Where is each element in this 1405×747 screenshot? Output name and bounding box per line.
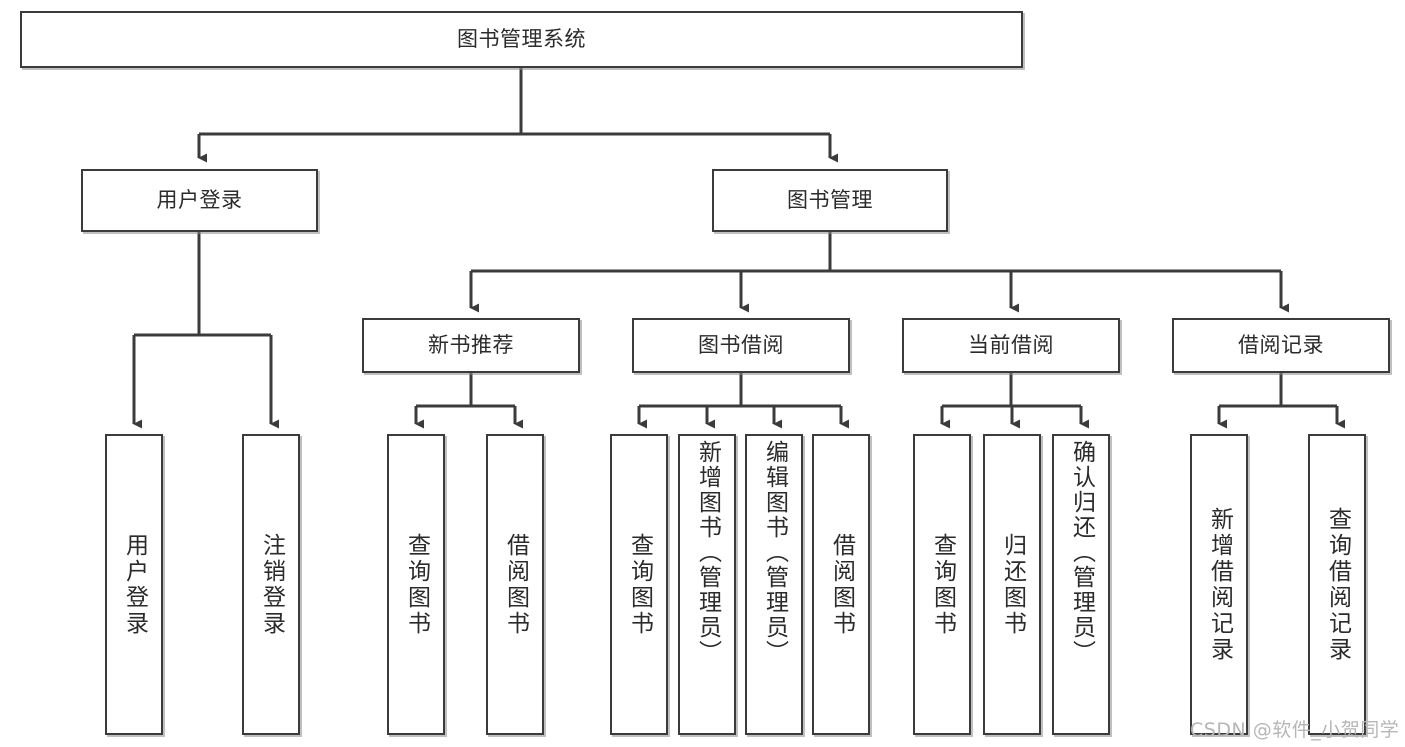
node-leaf-borrow-book-2[interactable]: 借阅图书	[812, 434, 870, 735]
node-leaf-add-book[interactable]: 新增图书（管理员）	[678, 434, 736, 735]
node-leaf-add-record[interactable]: 新增借阅记录	[1190, 434, 1248, 735]
node-leaf-user-login[interactable]: 用户登录	[105, 434, 163, 735]
node-current-borrow-label: 当前借阅	[968, 333, 1054, 358]
node-book-manage-label: 图书管理	[787, 188, 873, 213]
node-new-book-recommend[interactable]: 新书推荐	[362, 318, 580, 373]
node-book-borrow-label: 图书借阅	[698, 333, 784, 358]
node-book-manage[interactable]: 图书管理	[712, 169, 948, 232]
node-borrow-record[interactable]: 借阅记录	[1172, 318, 1390, 373]
node-leaf-query-book-3[interactable]: 查询图书	[913, 434, 971, 735]
node-root-label: 图书管理系统	[457, 27, 586, 52]
node-leaf-borrow-book-1-label: 借阅图书	[502, 532, 529, 637]
node-leaf-borrow-book-2-label: 借阅图书	[828, 532, 855, 637]
node-leaf-query-record-label: 查询借阅记录	[1324, 506, 1351, 663]
node-leaf-query-record[interactable]: 查询借阅记录	[1308, 434, 1366, 735]
node-root-system[interactable]: 图书管理系统	[20, 11, 1023, 68]
node-leaf-query-book-2[interactable]: 查询图书	[610, 434, 668, 735]
node-leaf-logout[interactable]: 注销登录	[242, 434, 300, 735]
node-leaf-borrow-book-1[interactable]: 借阅图书	[486, 434, 544, 735]
node-user-login[interactable]: 用户登录	[81, 169, 318, 232]
node-book-borrow[interactable]: 图书借阅	[632, 318, 850, 373]
node-leaf-user-login-label: 用户登录	[121, 532, 148, 637]
node-leaf-query-book-3-label: 查询图书	[929, 532, 956, 637]
node-leaf-add-book-label: 新增图书（管理员）	[694, 440, 721, 665]
node-leaf-query-book-1-label: 查询图书	[403, 532, 430, 637]
node-leaf-edit-book[interactable]: 编辑图书（管理员）	[745, 434, 803, 735]
node-leaf-query-book-1[interactable]: 查询图书	[387, 434, 445, 735]
node-new-book-recommend-label: 新书推荐	[428, 333, 514, 358]
node-leaf-return-book-label: 归还图书	[999, 532, 1026, 637]
csdn-watermark: CSDN @软件_小贺同学	[1190, 719, 1400, 741]
node-leaf-add-record-label: 新增借阅记录	[1206, 506, 1233, 663]
node-leaf-confirm-return-label: 确认归还（管理员）	[1068, 440, 1095, 665]
node-leaf-confirm-return[interactable]: 确认归还（管理员）	[1052, 434, 1110, 735]
node-borrow-record-label: 借阅记录	[1238, 333, 1324, 358]
node-user-login-label: 用户登录	[156, 188, 243, 213]
node-leaf-logout-label: 注销登录	[258, 532, 285, 637]
node-leaf-query-book-2-label: 查询图书	[626, 532, 653, 637]
node-leaf-return-book[interactable]: 归还图书	[983, 434, 1041, 735]
node-leaf-edit-book-label: 编辑图书（管理员）	[761, 440, 788, 665]
node-current-borrow[interactable]: 当前借阅	[902, 318, 1120, 373]
